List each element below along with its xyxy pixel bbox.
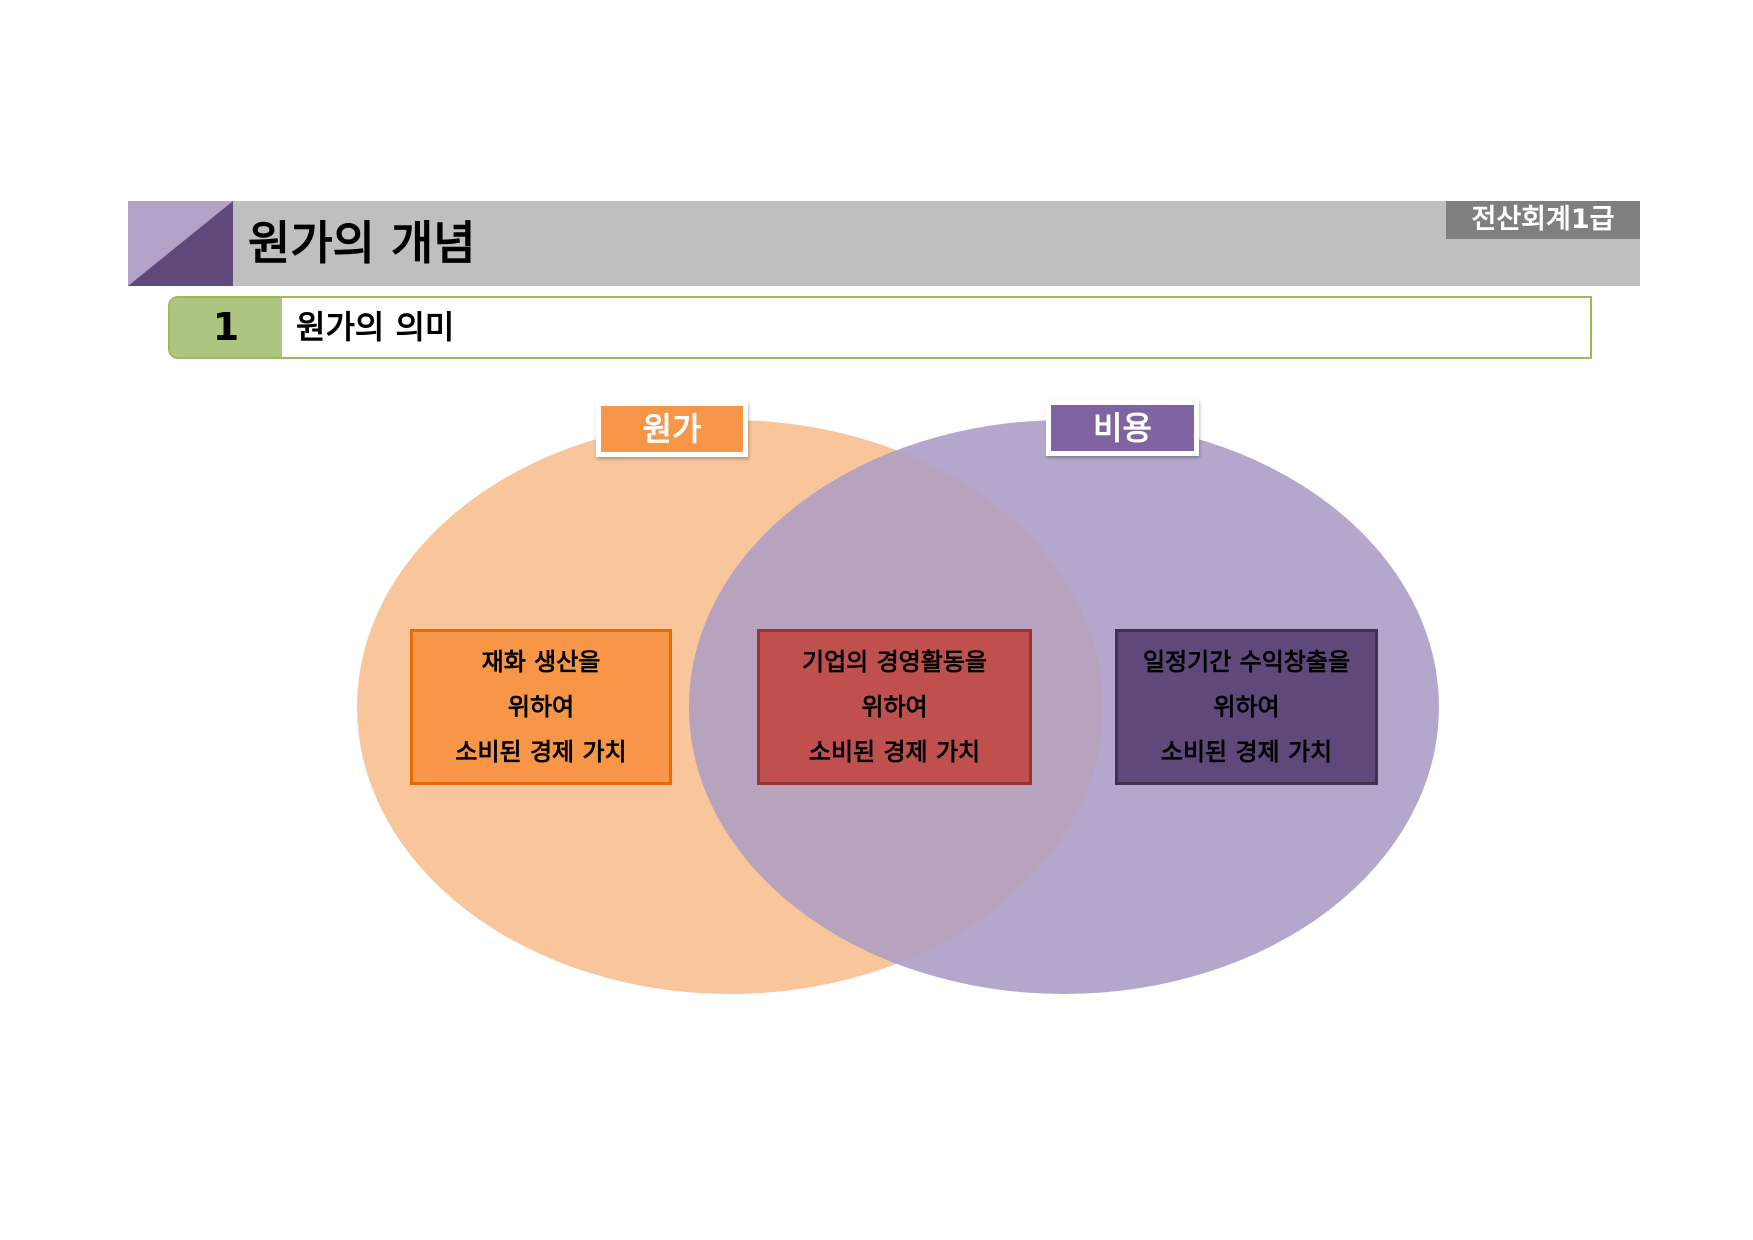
header-bar: 원가의 개념 전산회계1급 (128, 201, 1640, 286)
cost-definition-box: 재화 생산을 위하여 소비된 경제 가치 (410, 629, 672, 785)
box-line: 소비된 경제 가치 (808, 737, 981, 766)
course-badge: 전산회계1급 (1446, 201, 1640, 239)
overlap-region (689, 420, 1103, 994)
box-line: 위하여 (507, 692, 575, 721)
section-title: 원가의 의미 (296, 308, 455, 346)
page-title: 원가의 개념 (248, 216, 476, 270)
section-heading: 1 원가의 의미 (168, 296, 1592, 359)
box-line: 위하여 (861, 692, 928, 721)
cost-label: 원가 (596, 401, 748, 457)
section-number: 1 (170, 298, 282, 357)
header-accent-triangle-icon (128, 201, 233, 286)
box-line: 재화 생산을 (481, 647, 601, 676)
expense-definition-box: 일정기간 수익창출을 위하여 소비된 경제 가치 (1115, 629, 1378, 785)
box-line: 일정기간 수익창출을 (1142, 647, 1351, 676)
box-line: 소비된 경제 가치 (1160, 737, 1333, 766)
box-line: 기업의 경영활동을 (802, 647, 987, 676)
box-line: 위하여 (1213, 692, 1280, 721)
expense-label: 비용 (1046, 400, 1199, 456)
common-definition-box: 기업의 경영활동을 위하여 소비된 경제 가치 (757, 629, 1032, 785)
accent-dark-triangle (128, 201, 233, 286)
box-line: 소비된 경제 가치 (455, 737, 627, 766)
